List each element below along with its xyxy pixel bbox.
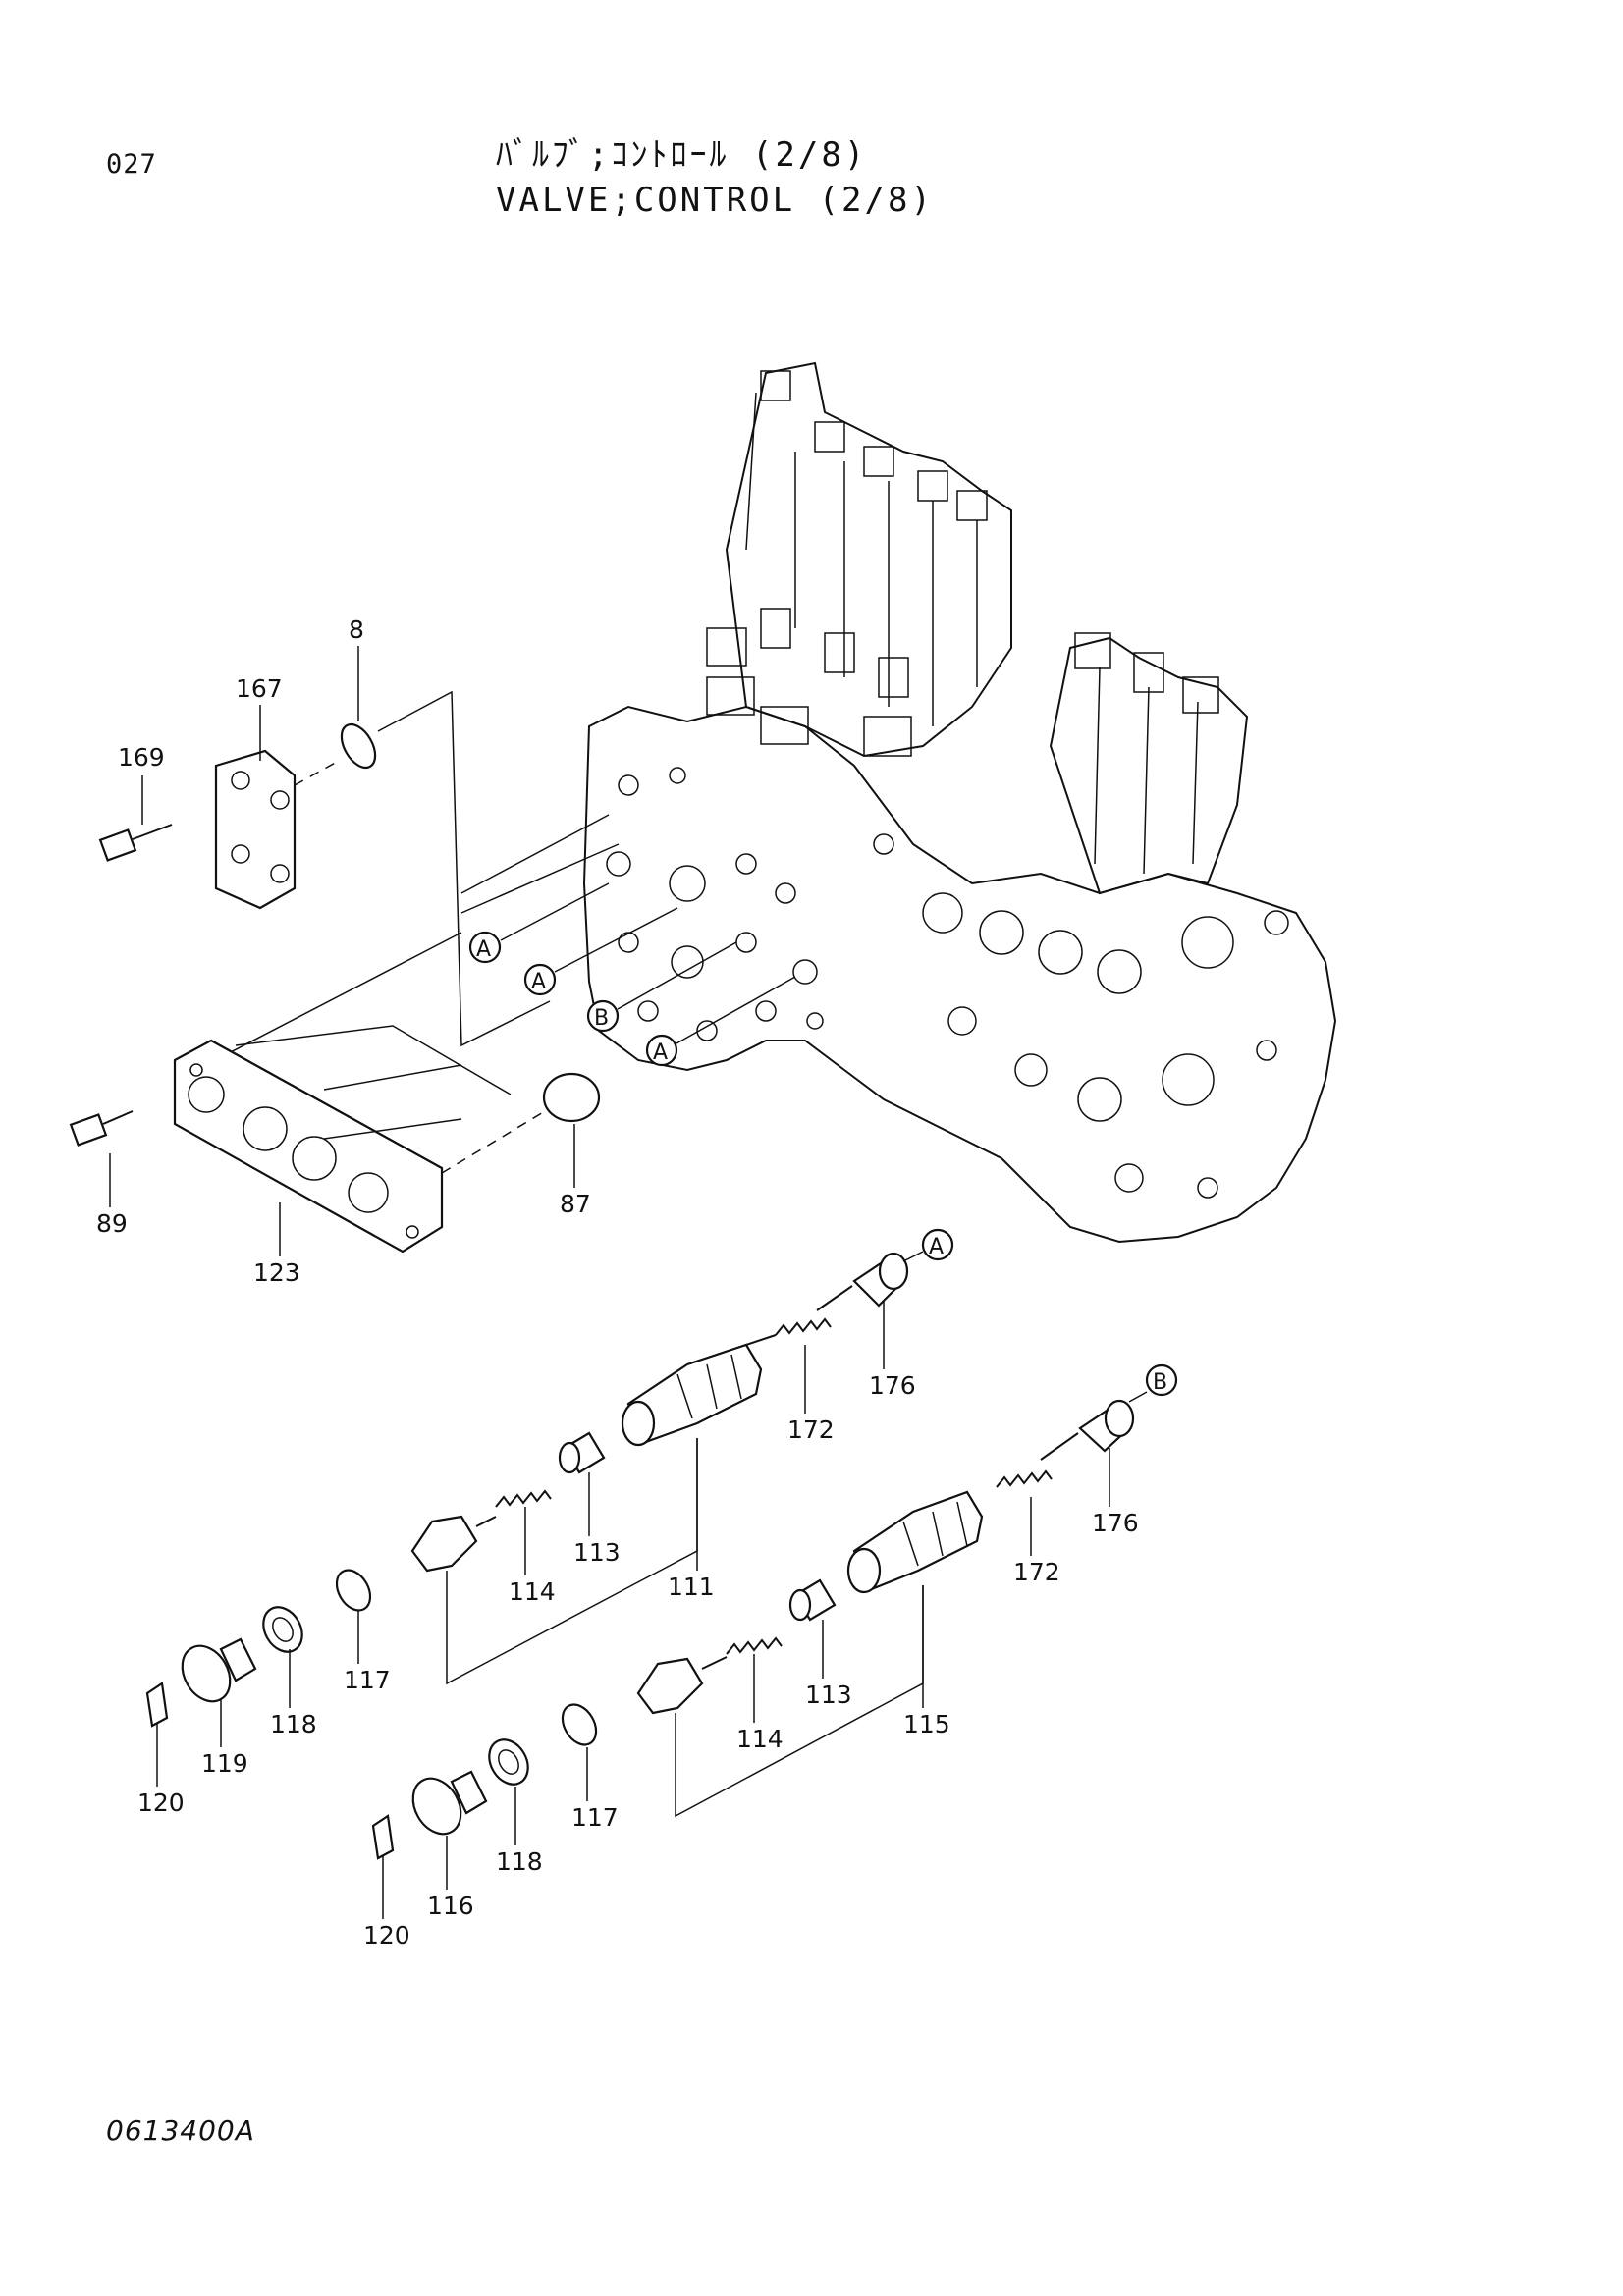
drawing-code: 0613400A (106, 2114, 255, 2147)
sleeve-113-b (788, 1578, 837, 1622)
o-ring-117-b (561, 1703, 598, 1746)
callout-87: 87 (560, 1190, 591, 1218)
callout-120-a: 120 (137, 1789, 185, 1817)
control-valve-body (582, 361, 1337, 1244)
callout-118-a: 118 (270, 1710, 317, 1738)
plug-116 (411, 1770, 488, 1836)
spool-115 (846, 1490, 984, 1594)
sleeve-113-a (558, 1431, 606, 1474)
ref-marker-b-spool: B (1145, 1363, 1178, 1397)
flange-cover-167 (214, 749, 297, 910)
plug-body-a (410, 1515, 497, 1573)
svg-text:B: B (1153, 1370, 1167, 1395)
callout-172-b: 172 (1013, 1558, 1060, 1586)
spool-assembly-111 (145, 1252, 909, 1728)
plug-body-b (636, 1656, 728, 1715)
callout-117-a: 117 (344, 1666, 391, 1694)
callout-116: 116 (427, 1892, 474, 1920)
callout-176-b: 176 (1092, 1509, 1139, 1537)
ref-marker-a-1: A (468, 931, 502, 964)
callout-113-a: 113 (573, 1538, 621, 1567)
cover-plate-123 (173, 1025, 512, 1254)
callout-114-a: 114 (509, 1577, 556, 1606)
callout-120-b: 120 (363, 1921, 410, 1949)
callout-89: 89 (96, 1209, 128, 1238)
washer-118-b (488, 1738, 529, 1786)
page-number: 027 (106, 149, 157, 180)
callout-117-b: 117 (571, 1803, 619, 1832)
callout-8: 8 (349, 615, 364, 644)
ref-marker-a-3: A (645, 1034, 678, 1067)
ref-marker-b-1: B (586, 999, 620, 1033)
callout-118-b: 118 (496, 1847, 543, 1876)
lock-plate-120-b (371, 1814, 395, 1860)
spring-114-b (726, 1636, 783, 1655)
o-ring-117-a (335, 1569, 372, 1612)
callout-113-b: 113 (805, 1681, 852, 1709)
part-callouts: 8 167 169 89 123 87 176 172 113 114 111 … (96, 615, 1139, 1949)
plug-176-b (1078, 1399, 1135, 1453)
ref-marker-a-2: A (523, 963, 557, 996)
callout-169: 169 (118, 743, 165, 772)
plug-119 (181, 1637, 257, 1703)
assembly-leaders-upper (195, 690, 620, 1071)
bolt-169 (98, 824, 173, 862)
callout-111: 111 (668, 1573, 715, 1601)
ref-marker-a-spool: A (921, 1228, 954, 1261)
bolt-89 (69, 1110, 134, 1147)
spring-172-b (996, 1469, 1053, 1488)
plug-176-a (852, 1252, 909, 1308)
callout-167: 167 (236, 674, 283, 703)
callout-leaders (109, 646, 1110, 1919)
svg-text:B: B (594, 1006, 609, 1031)
title-english: VALVE;CONTROL (2/8) (496, 181, 934, 220)
svg-text:A: A (653, 1041, 668, 1065)
washer-118-a (262, 1606, 303, 1653)
o-ring-8 (340, 722, 377, 770)
callout-119: 119 (201, 1749, 248, 1778)
svg-text:A: A (929, 1235, 944, 1259)
title-japanese: ﾊﾞﾙﾌﾞ;ｺﾝﾄﾛｰﾙ (2/8) (496, 135, 868, 175)
callout-176-a: 176 (869, 1371, 916, 1400)
reference-markers: A A B A A B (468, 882, 1178, 1403)
svg-text:A: A (531, 970, 546, 994)
spool-111 (621, 1343, 763, 1447)
o-ring-87 (542, 1072, 601, 1123)
lock-plate-120-a (145, 1682, 169, 1728)
callout-123: 123 (253, 1258, 300, 1287)
spring-172-a (775, 1317, 832, 1336)
callout-115: 115 (903, 1710, 950, 1738)
spring-114-a (495, 1489, 552, 1508)
callout-114-b: 114 (736, 1725, 784, 1753)
callout-172-a: 172 (787, 1415, 835, 1444)
spool-assembly-115 (371, 1399, 1135, 1860)
svg-text:A: A (476, 937, 491, 962)
